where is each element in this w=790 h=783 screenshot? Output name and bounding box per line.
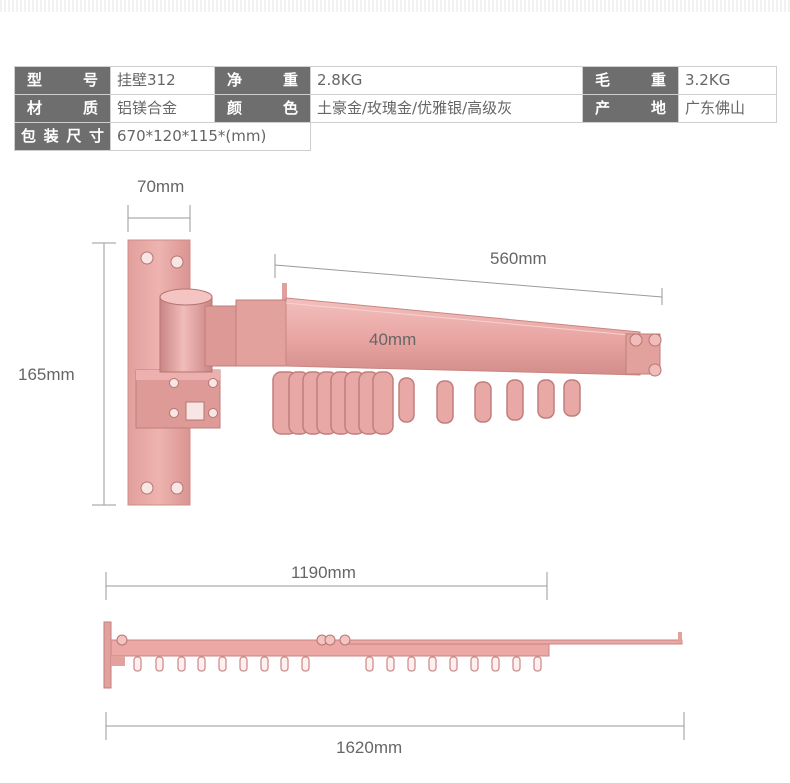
color-label: 颜 色 xyxy=(214,94,311,123)
origin-label: 产 地 xyxy=(582,94,679,123)
folded-length-dimension: 1190mm xyxy=(291,563,356,582)
hanger-rings xyxy=(272,371,581,435)
drying-arm xyxy=(235,283,662,377)
net-weight-value: 2.8KG xyxy=(310,66,583,95)
arm-length-dimension: 560mm xyxy=(490,249,547,268)
spec-row: 包装尺寸 670*120*115*(mm) xyxy=(14,122,777,151)
arm-height-dimension: 40mm xyxy=(369,330,417,349)
spec-row: 型 号 挂壁312 净 重 2.8KG 毛 重 3.2KG xyxy=(14,66,777,95)
package-size-value: 670*120*115*(mm) xyxy=(110,122,311,151)
net-weight-label: 净 重 xyxy=(214,66,311,95)
model-value: 挂壁312 xyxy=(110,66,215,95)
extended-length-dimension: 1620mm xyxy=(336,738,403,757)
gross-weight-label: 毛 重 xyxy=(582,66,679,95)
hinge-block xyxy=(135,288,238,429)
color-value: 土豪金/玫瑰金/优雅银/高级灰 xyxy=(310,94,583,123)
material-value: 铝镁合金 xyxy=(110,94,215,123)
height-dimension: 165mm xyxy=(18,365,75,384)
extended-rack-side-view xyxy=(103,621,683,689)
spec-row: 材 质 铝镁合金 颜 色 土豪金/玫瑰金/优雅银/高级灰 产 地 广东佛山 xyxy=(14,94,777,123)
material-label: 材 质 xyxy=(14,94,111,123)
top-dotted-divider xyxy=(0,0,790,12)
plate-width-dimension: 70mm xyxy=(137,177,185,196)
dimension-lines-bottom xyxy=(105,572,685,740)
package-size-label: 包装尺寸 xyxy=(14,122,111,151)
spec-table: 型 号 挂壁312 净 重 2.8KG 毛 重 3.2KG 材 质 铝镁合金 颜… xyxy=(14,66,777,151)
